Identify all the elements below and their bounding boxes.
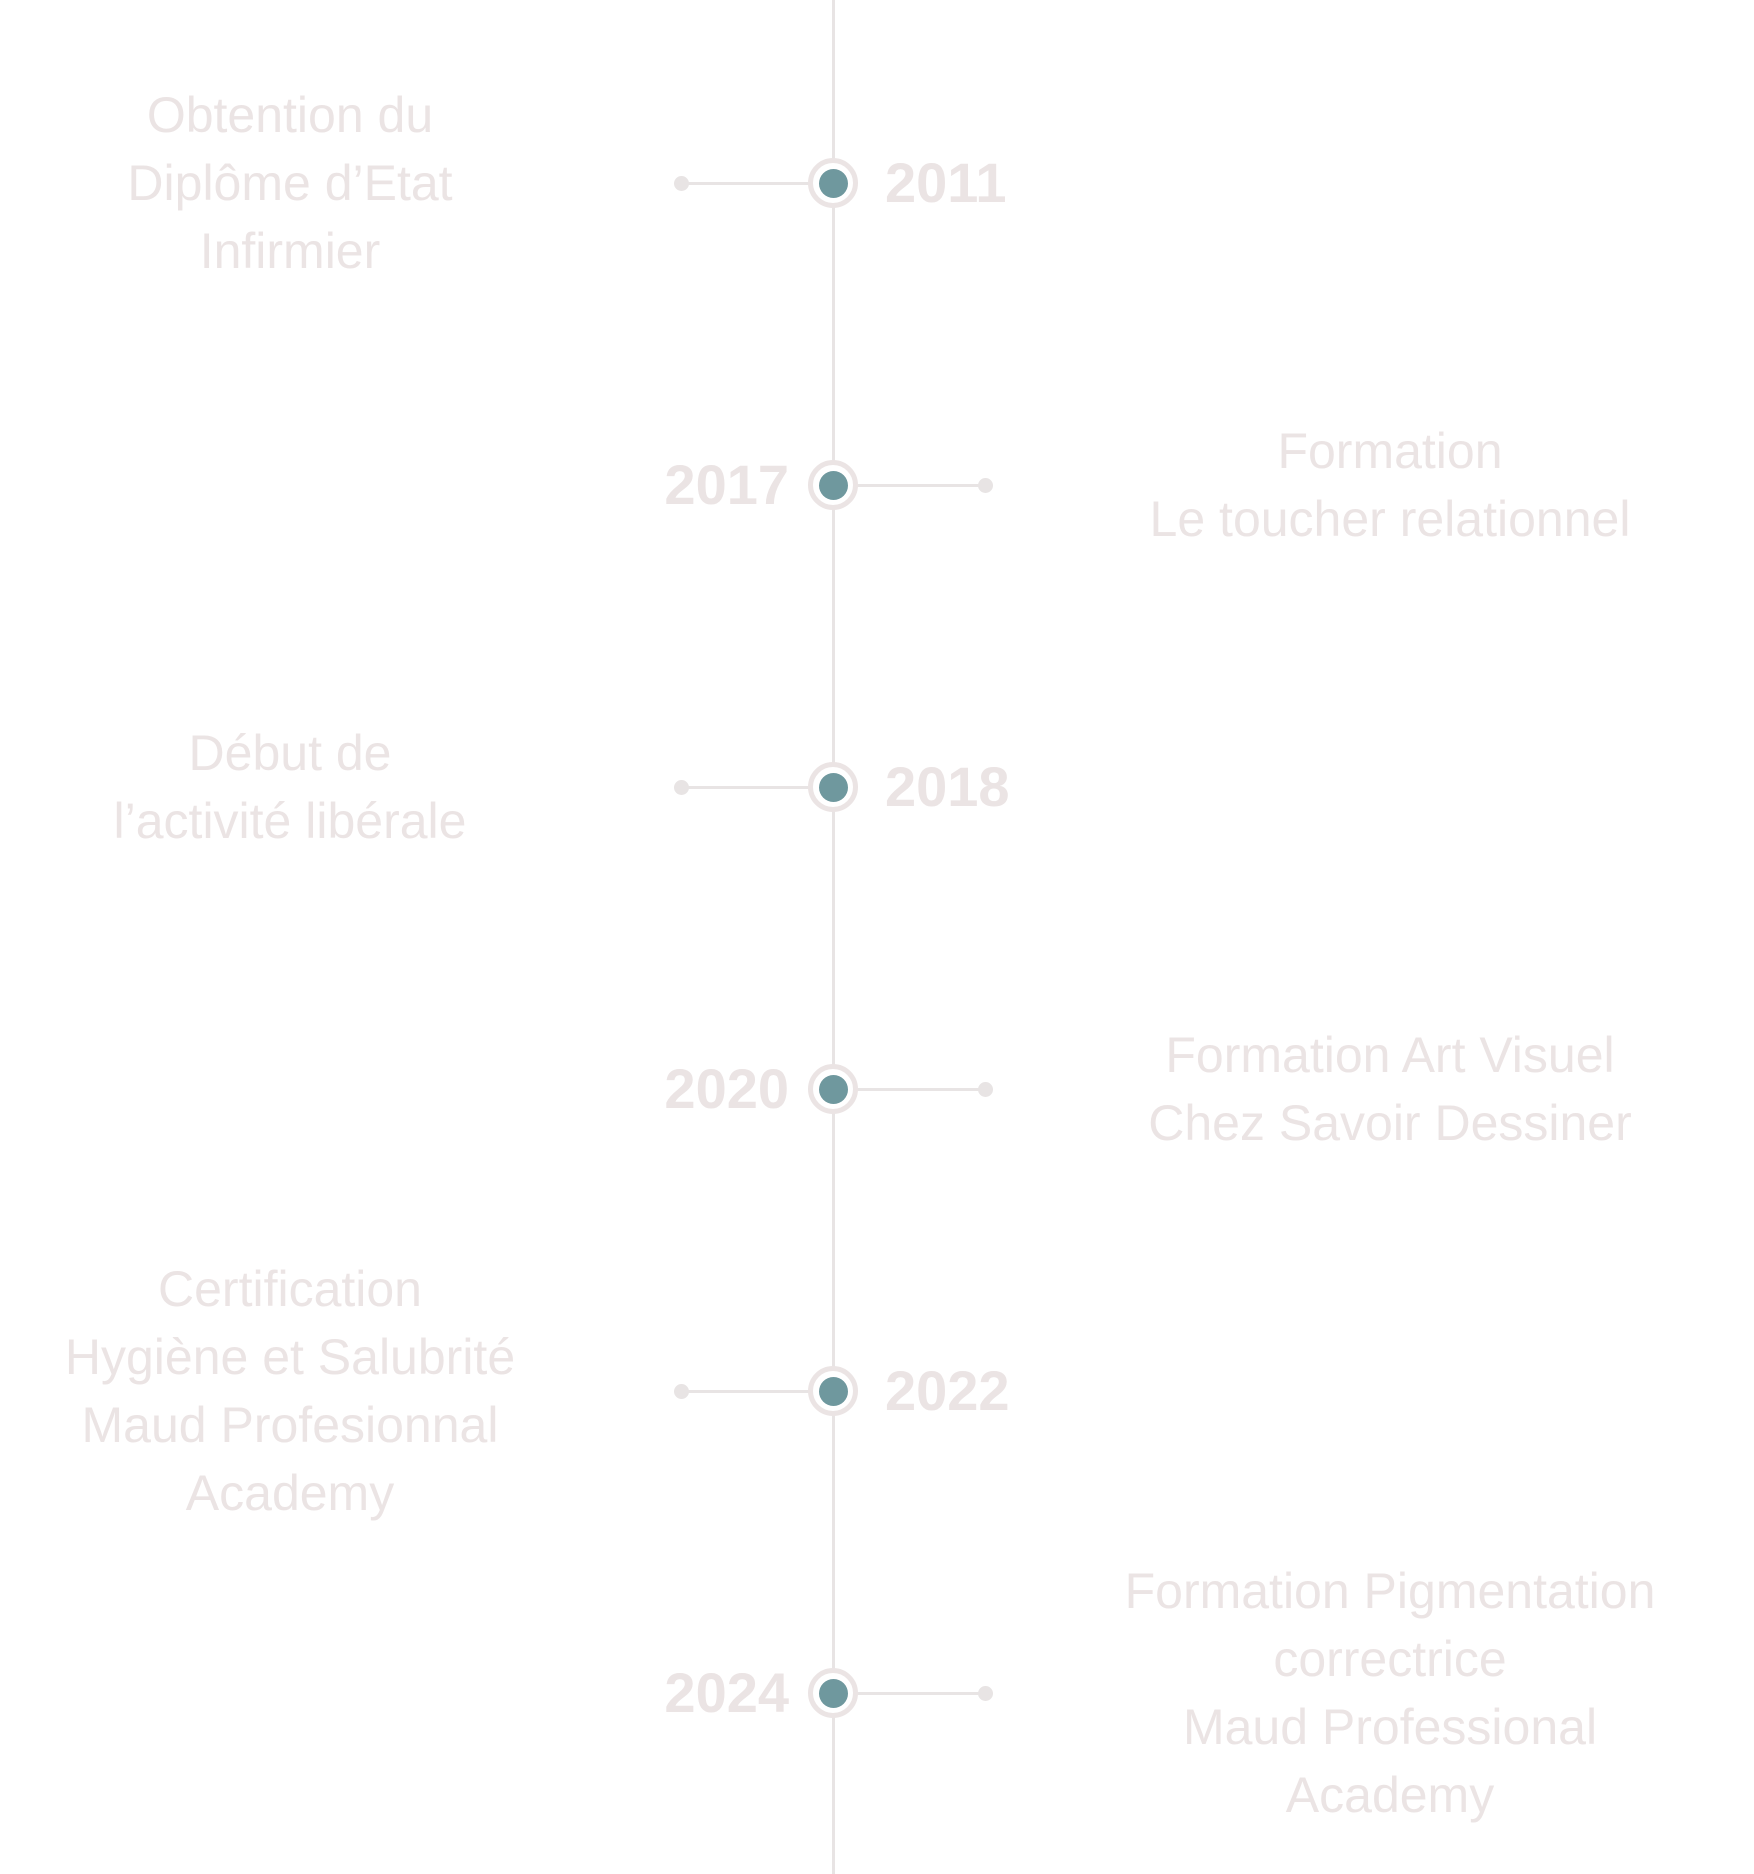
timeline-connector-end-dot [977, 1685, 993, 1701]
timeline-connector [683, 785, 833, 789]
timeline-connector [683, 181, 833, 185]
timeline-event-text: Obtention du Diplôme d’Etat Infirmier [127, 87, 453, 279]
timeline-event-text: Formation Le toucher relationnel [1149, 423, 1631, 547]
timeline-node-dot [818, 1074, 848, 1104]
timeline-node [808, 158, 858, 208]
timeline-connector [833, 1691, 983, 1695]
timeline-node [808, 1064, 858, 1114]
timeline-node-dot [818, 470, 848, 500]
timeline-connector [683, 1389, 833, 1393]
timeline-node [808, 762, 858, 812]
timeline-node-dot [818, 168, 848, 198]
timeline-connector-end-dot [673, 175, 689, 191]
timeline-event-text: Formation Art Visuel Chez Savoir Dessine… [1148, 1027, 1632, 1151]
timeline-node-dot [818, 772, 848, 802]
timeline-event-text: Certification Hygiène et Salubrité Maud … [64, 1261, 516, 1521]
timeline-year: 2020 [664, 1057, 789, 1120]
timeline-node-dot [818, 1376, 848, 1406]
timeline-year: 2017 [664, 453, 789, 516]
timeline-connector [833, 483, 983, 487]
timeline-year: 2011 [885, 151, 1007, 214]
timeline-connector-end-dot [977, 1081, 993, 1097]
timeline-node [808, 1366, 858, 1416]
timeline-event-text: Formation Pigmentation correctrice Maud … [1124, 1563, 1656, 1823]
timeline-year: 2024 [664, 1661, 789, 1724]
timeline-node [808, 460, 858, 510]
timeline-node-dot [818, 1678, 848, 1708]
timeline-year: 2022 [885, 1359, 1010, 1422]
timeline-event-text: Début de l’activité libérale [113, 725, 467, 849]
timeline-node [808, 1668, 858, 1718]
timeline-year: 2018 [885, 755, 1010, 818]
timeline-connector-end-dot [673, 1383, 689, 1399]
timeline-connector-end-dot [673, 779, 689, 795]
timeline-connector [833, 1087, 983, 1091]
timeline-connector-end-dot [977, 477, 993, 493]
timeline-spine [832, 0, 835, 1874]
